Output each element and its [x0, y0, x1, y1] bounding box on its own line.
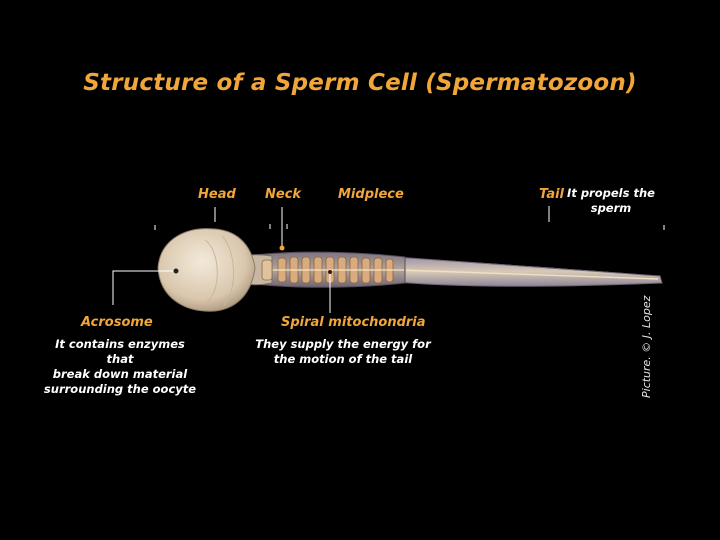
picture-credit: Picture. © J. Lopez — [640, 295, 653, 398]
acrosome-desc-line-2: break down material — [52, 367, 188, 381]
tail-desc-line-1: It propels the — [567, 186, 655, 200]
acrosome-label: Acrosome — [81, 315, 153, 330]
mito-desc-line-1: They supply the energy for — [255, 337, 431, 351]
head-label: Head — [198, 187, 236, 202]
tail-desc-line-2: sperm — [590, 201, 632, 215]
mitochondria-description: They supply the energy for the motion of… — [252, 337, 434, 367]
mito-desc-line-2: the motion of the tail — [273, 352, 413, 366]
head-shape — [157, 228, 256, 312]
midpiece-label: Midplece — [338, 187, 404, 202]
acrosome-description: It contains enzymes that break down mate… — [40, 337, 200, 397]
acrosome-desc-line-3: surrounding the oocyte — [43, 382, 197, 396]
tail-shape — [394, 256, 663, 287]
neck-label: Neck — [265, 187, 302, 202]
diagram-title: Structure of a Sperm Cell (Spermatozoon) — [83, 70, 637, 96]
acrosome-desc-line-1: It contains enzymes that — [55, 337, 185, 366]
mitochondria-label: Spiral mitochondria — [281, 315, 426, 330]
tail-description: It propels the sperm — [563, 186, 659, 216]
tail-label: Tail — [539, 187, 565, 202]
